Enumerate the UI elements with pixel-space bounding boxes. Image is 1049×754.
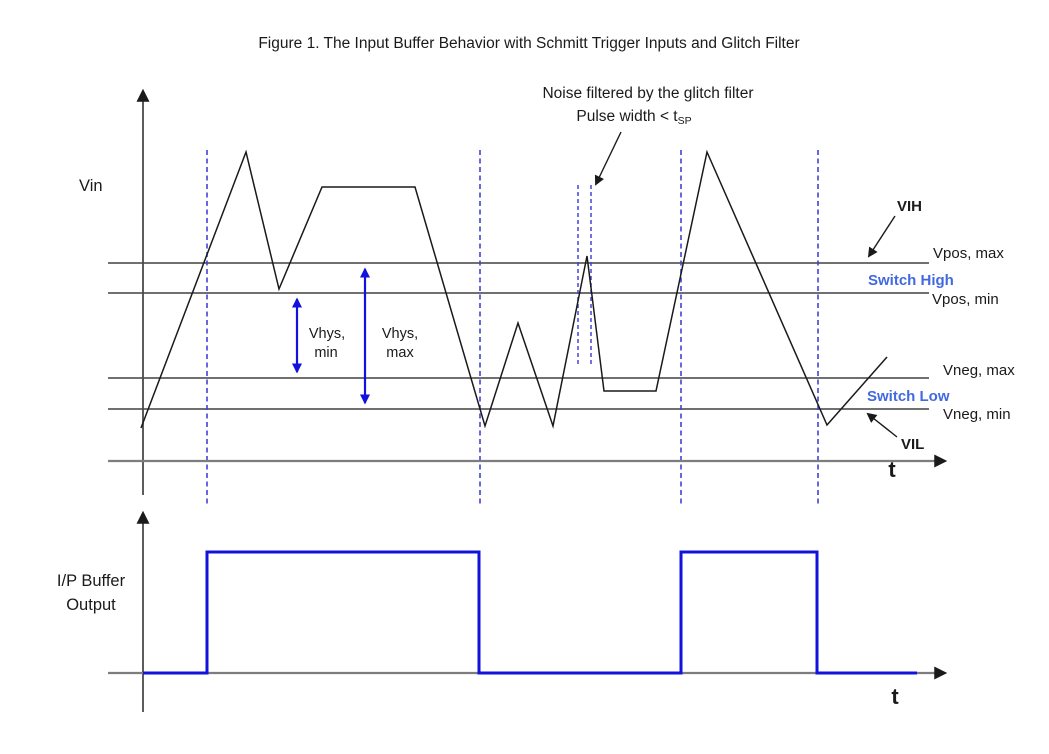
output-axis-label-line2: Output (66, 596, 116, 614)
top-t-axis-label: t (888, 457, 896, 482)
bottom-chart: I/P Buffer Output t (57, 510, 948, 712)
switch-event-dashed-lines (206, 150, 819, 505)
vih-arrow (867, 215, 896, 258)
vih-label: VIH (897, 198, 922, 215)
noise-annotation-line1: Noise filtered by the glitch filter (542, 85, 753, 102)
vil-arrow (866, 412, 898, 438)
top-chart: Vin t Noise filtered by the glitch filte… (79, 85, 1015, 505)
figure-title: Figure 1. The Input Buffer Behavior with… (258, 35, 799, 52)
switch-low-label: Switch Low (867, 388, 950, 405)
vneg-min-label: Vneg, min (943, 406, 1011, 423)
noise-annotation-arrow (594, 131, 622, 186)
output-axis-label-line1: I/P Buffer (57, 572, 126, 590)
vil-label: VIL (901, 436, 924, 453)
threshold-lines (108, 262, 929, 410)
output-waveform (143, 550, 917, 675)
vhys-max-label-line2: max (386, 345, 414, 361)
noise-annotation-line2-main: Pulse width < t (576, 108, 678, 125)
vneg-max-label: Vneg, max (943, 362, 1015, 379)
bottom-t-axis-label: t (891, 684, 899, 709)
vhys-min-label-line2: min (314, 345, 337, 361)
vhys-max-label-line1: Vhys, (382, 326, 418, 342)
switch-high-label: Switch High (868, 272, 954, 289)
vin-waveform (140, 149, 888, 429)
vpos-max-label: Vpos, max (933, 245, 1004, 262)
vhys-min-label-line1: Vhys, (309, 326, 345, 342)
noise-annotation-line2-subscript: SP (678, 115, 692, 127)
noise-annotation-line2: Pulse width < tSP (576, 108, 691, 127)
vpos-min-label: Vpos, min (932, 291, 999, 308)
vin-axis-label: Vin (79, 177, 103, 195)
glitch-width-markers (577, 185, 592, 365)
